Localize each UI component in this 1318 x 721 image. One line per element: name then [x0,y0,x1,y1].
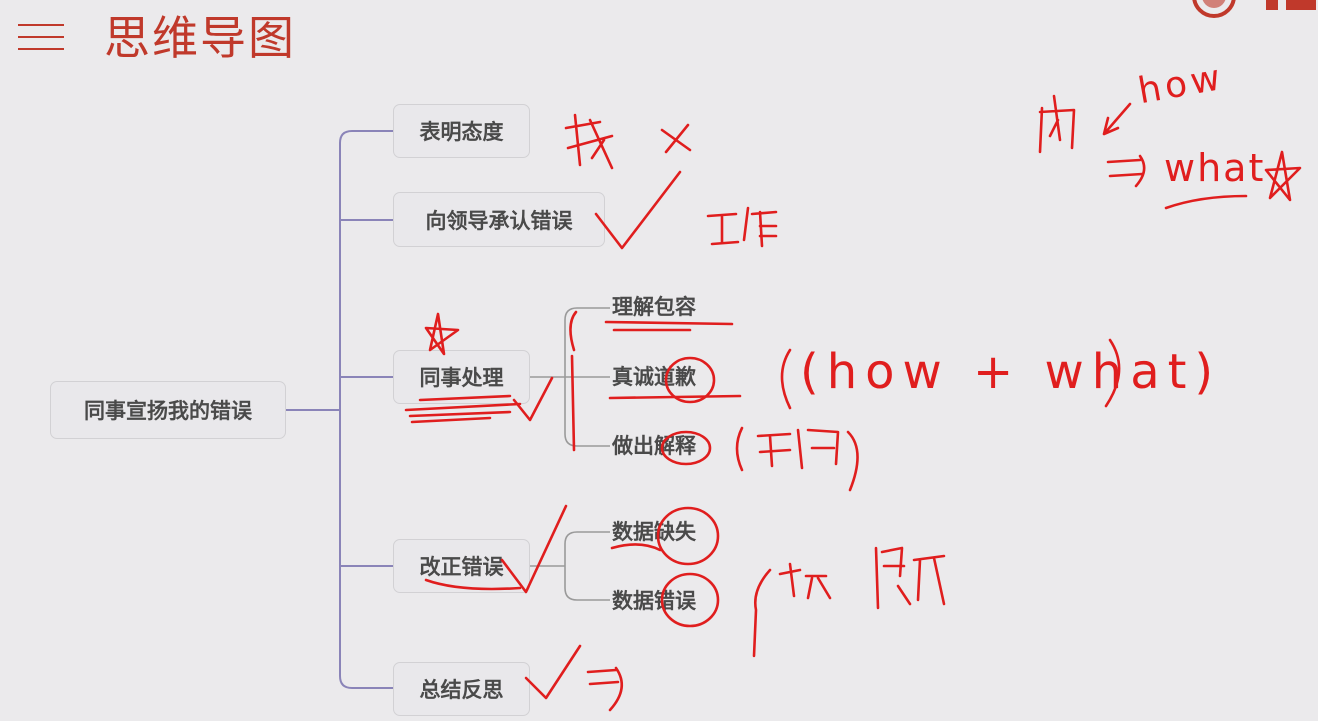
branch-node-correct-error: 改正错误 [393,539,530,593]
leaf-node-explain: 做出解释 [612,434,696,458]
handwriting-what-top: what [1164,146,1266,190]
page-title: 思维导图 [104,11,296,65]
brand-logo-icon [1186,0,1318,20]
branch-node-attitude: 表明态度 [393,104,530,158]
handwriting-how-what: (how + what) [800,344,1222,400]
branch-node-handle-colleague: 同事处理 [393,350,530,404]
leaf-node-understand: 理解包容 [612,295,696,319]
branch-node-admit-error: 向领导承认错误 [393,192,605,247]
leaf-node-apologize: 真诚道歉 [612,365,696,389]
root-node: 同事宣扬我的错误 [50,381,286,439]
leaf-node-data-wrong: 数据错误 [612,589,696,613]
branch-node-summary: 总结反思 [393,662,530,716]
menu-icon[interactable] [18,22,64,52]
leaf-node-data-missing: 数据缺失 [612,520,696,544]
